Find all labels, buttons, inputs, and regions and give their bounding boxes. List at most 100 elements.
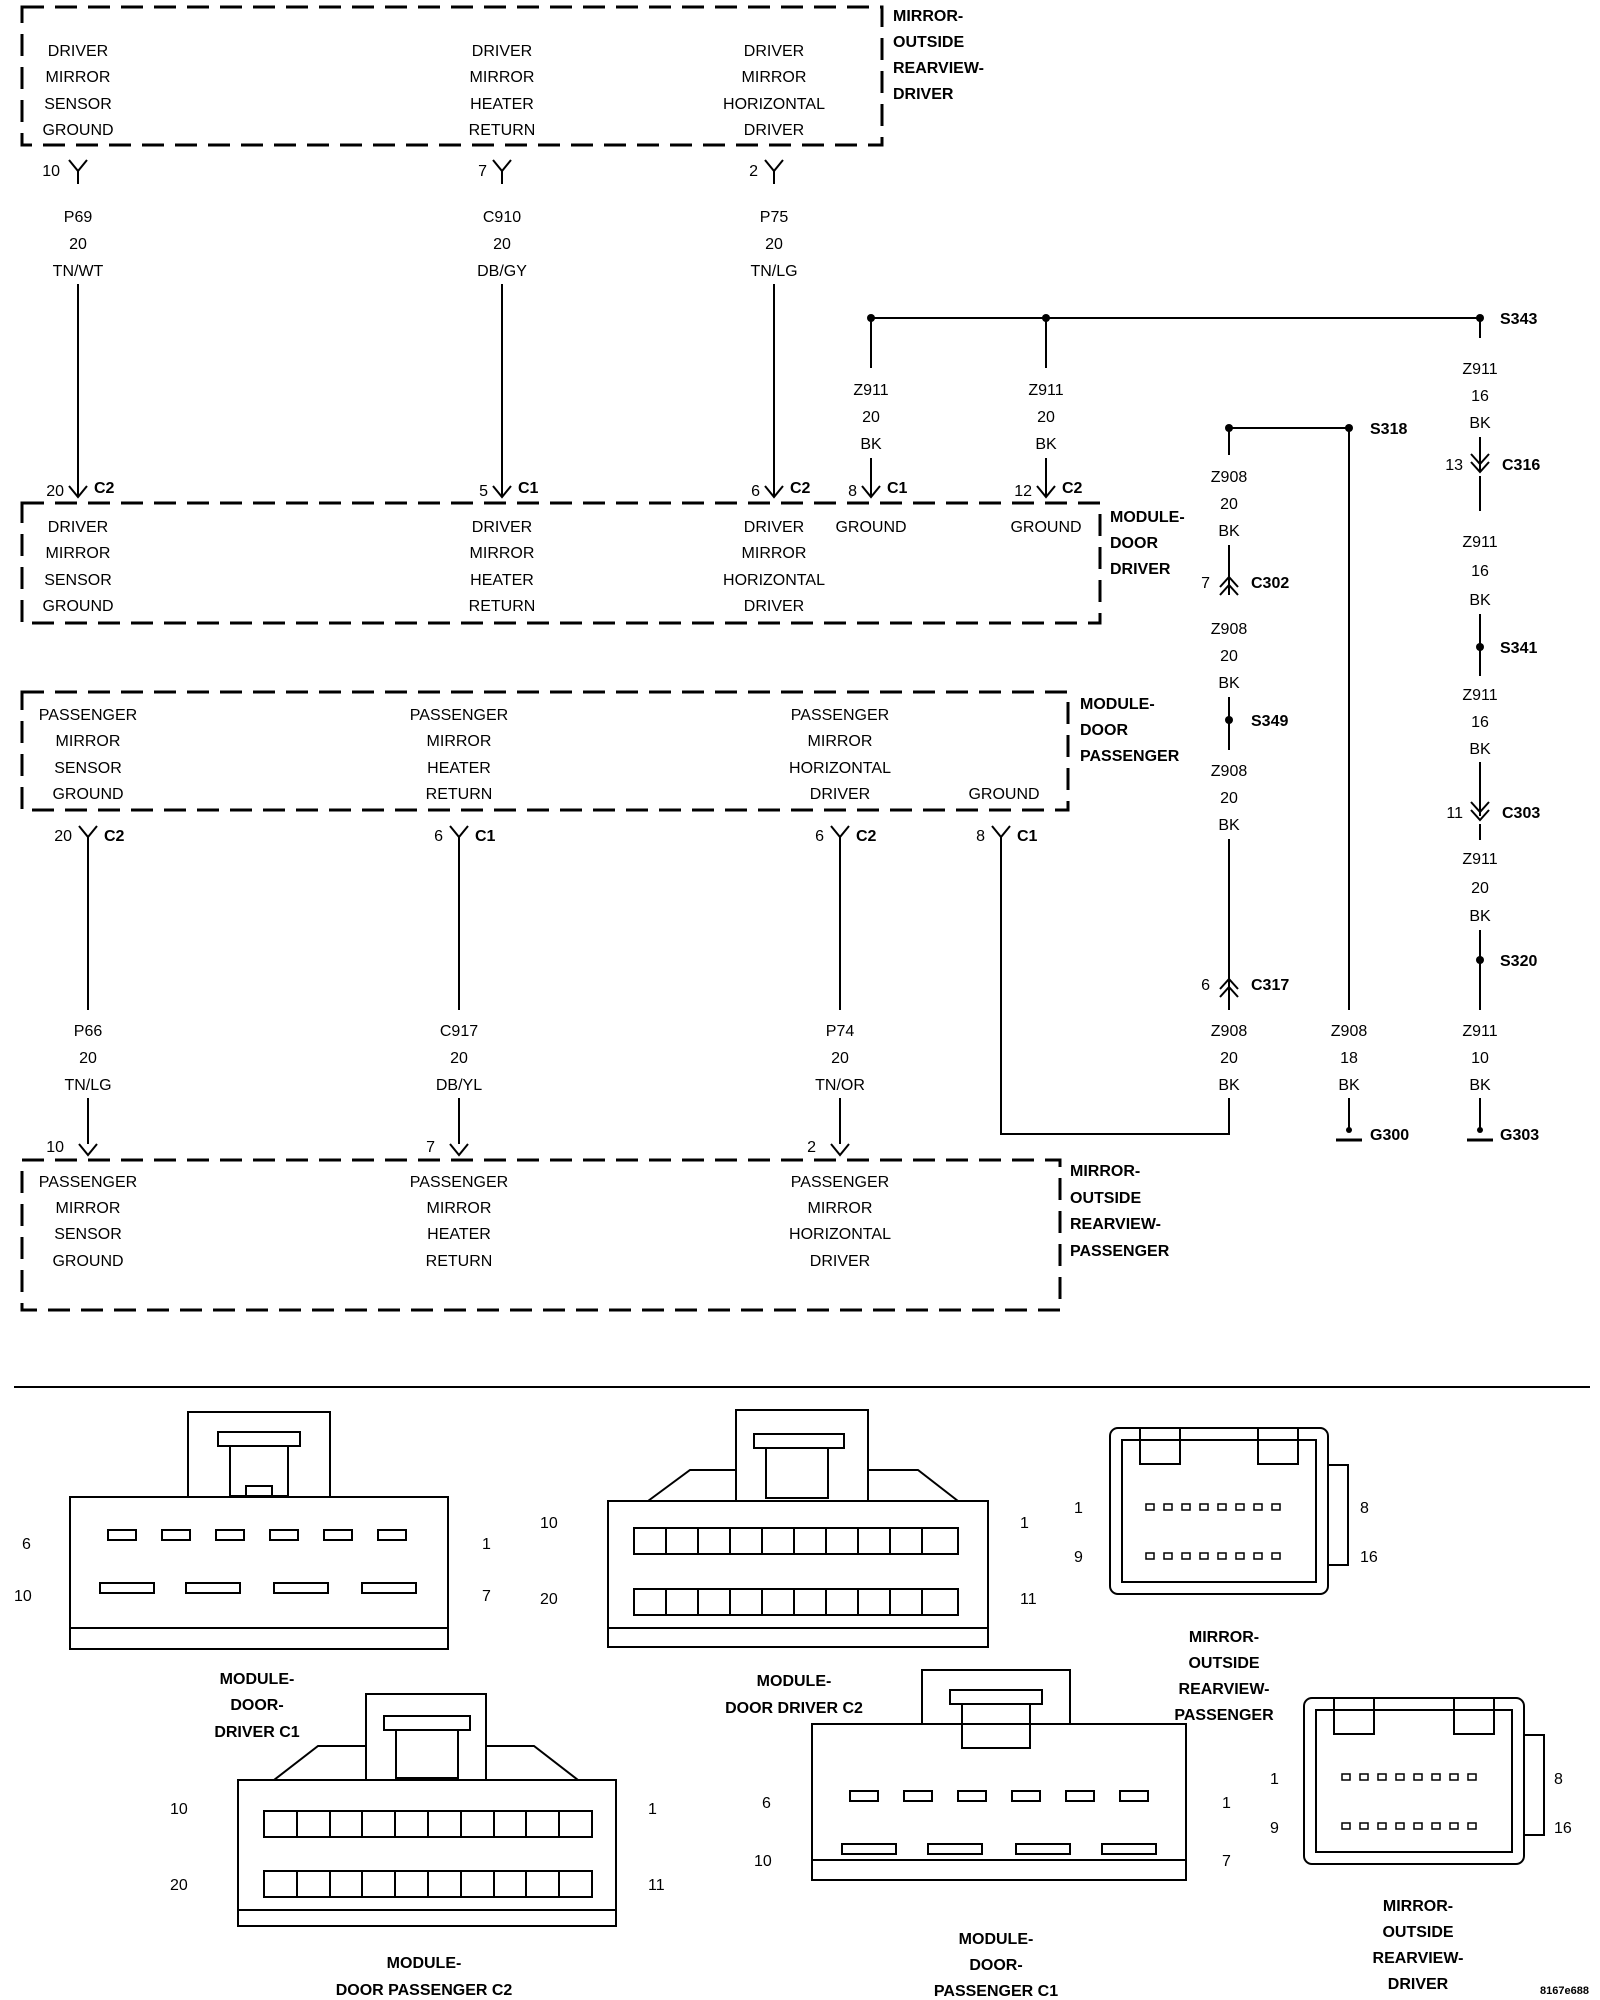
cavity [841, 1843, 897, 1855]
pin-1: 1 [1074, 1500, 1083, 1517]
connector-view-title: MODULE-DOOR-PASSENGER C1 [934, 1931, 1058, 2000]
pin-10: 10 [46, 1139, 64, 1156]
module-door-passenger-ground: GROUND [968, 786, 1039, 803]
inline-c302-pin: 7 [1201, 575, 1210, 592]
pin-8: 8 [848, 483, 857, 500]
pin-11: 11 [648, 1877, 665, 1894]
figure-id: 8167e688 [1540, 1985, 1589, 1997]
pin-7: 7 [482, 1588, 491, 1605]
cavity [269, 1529, 299, 1541]
pin-2: 2 [807, 1139, 816, 1156]
splice-s341-label: S341 [1500, 640, 1537, 657]
cavity [1015, 1843, 1071, 1855]
ground-g300-symbol [1334, 1125, 1364, 1142]
pin-6: 6 [815, 828, 824, 845]
connector-body [1109, 1427, 1329, 1595]
cavity [1011, 1790, 1041, 1802]
connector-inner [1315, 1709, 1513, 1853]
pin-11: 11 [1020, 1591, 1037, 1608]
splice-s349-dot [1225, 716, 1233, 724]
connector-view-module-door-driver-c1: 6 1 10 7 MODULE-DOOR-DRIVER C1 [14, 1411, 491, 1741]
pin-2: 2 [749, 163, 758, 180]
pin-10: 10 [14, 1588, 32, 1605]
pin-terminal [449, 1143, 469, 1156]
cavity [99, 1582, 155, 1594]
pin-16: 16 [1554, 1820, 1572, 1837]
connector-view-title: MODULE-DOOR PASSENGER C2 [336, 1955, 513, 1999]
wire-z908-to-passenger-ground [1000, 840, 1230, 1135]
conn-c1: C1 [887, 480, 908, 497]
cavity [849, 1790, 879, 1802]
cavity [1119, 1790, 1149, 1802]
module-door-driver-ground-1: GROUND [835, 519, 906, 536]
mirror-driver-pin-10-terminal [68, 159, 88, 185]
connector-body [607, 1500, 989, 1648]
pin-7: 7 [426, 1139, 435, 1156]
pin-1: 1 [1270, 1771, 1279, 1788]
latch-housing [735, 1409, 869, 1501]
mirror-passenger-box [20, 1158, 1062, 1312]
splice-s320-dot [1476, 956, 1484, 964]
cavity [1065, 1790, 1095, 1802]
latch-tab [245, 1485, 273, 1497]
pin-1: 1 [648, 1801, 657, 1818]
conn-c1: C1 [518, 480, 539, 497]
inline-c303-label: C303 [1502, 805, 1540, 822]
cavity [273, 1582, 329, 1594]
connector-view-module-door-driver-c2: 10 1 20 11 MODULE-DOOR DRIVER C2 [540, 1409, 1037, 1717]
connector-body [811, 1723, 1187, 1881]
cavity [323, 1529, 353, 1541]
cavity [927, 1843, 983, 1855]
module-door-driver-ground-2: GROUND [1010, 519, 1081, 536]
latch [753, 1433, 845, 1449]
connector-body [237, 1779, 617, 1927]
pin-terminal [78, 1143, 98, 1156]
pin-8: 8 [1360, 1500, 1369, 1517]
latch-body [765, 1447, 829, 1499]
ground-g303-label: G303 [1500, 1127, 1539, 1144]
cavity-dividers [665, 1528, 923, 1615]
pin-9: 9 [1074, 1549, 1083, 1566]
latch-body [229, 1445, 289, 1497]
cavity [215, 1529, 245, 1541]
pin-terminal [830, 825, 850, 851]
latch [383, 1715, 471, 1731]
latch-housing [187, 1411, 331, 1497]
cavity [377, 1529, 407, 1541]
pin-5: 5 [479, 483, 488, 500]
splice-s349-label: S349 [1251, 713, 1288, 730]
pin-16: 16 [1360, 1549, 1378, 1566]
latch [949, 1689, 1043, 1705]
pin-20: 20 [46, 483, 64, 500]
latch-body [395, 1729, 459, 1779]
pin-terminal [830, 1143, 850, 1156]
pin-20: 20 [170, 1877, 188, 1894]
pin-6: 6 [751, 483, 760, 500]
cavity [161, 1529, 191, 1541]
connector-body [1303, 1697, 1525, 1865]
